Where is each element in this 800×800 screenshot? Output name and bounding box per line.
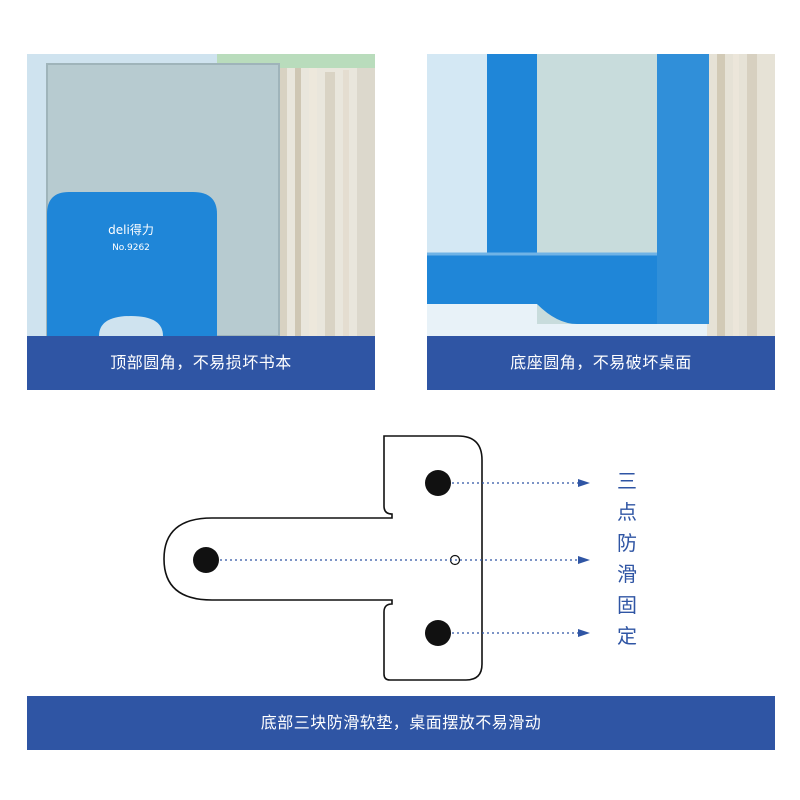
arrow-head-icon [578,629,590,637]
feature-panel-base-corner: 底座圆角，不易破坏桌面 [427,54,775,390]
bookend-base-outline [163,435,483,681]
label-char: 防 [617,531,637,555]
anti-slip-label: 三 点 防 滑 固 定 [612,466,642,652]
feature-panel-top-corner: deli得力 No.9262 顶部圆角，不易损坏书本 [27,54,375,390]
label-char: 滑 [617,562,637,586]
arrow-head-icon [578,556,590,564]
model-number: No.9262 [112,243,150,253]
label-char: 三 [617,469,637,493]
brand-logo: deli得力 [108,222,154,237]
anti-slip-pad-bottom [425,620,451,646]
anti-slip-pad-diagram [163,435,590,681]
label-char: 点 [617,500,637,524]
bottom-caption-bar: 底部三块防滑软垫，桌面摆放不易滑动 [27,696,775,750]
label-char: 固 [617,593,637,617]
photo-bookend-top-corner: deli得力 No.9262 [27,54,375,336]
anti-slip-pad-left [193,547,219,573]
label-char: 定 [617,624,637,648]
arrow-head-icon [578,479,590,487]
panel-caption: 底座圆角，不易破坏桌面 [510,353,692,372]
panel-caption: 顶部圆角，不易损坏书本 [110,353,292,372]
photo-bookend-base-corner [427,54,775,336]
anti-slip-pad-top [425,470,451,496]
